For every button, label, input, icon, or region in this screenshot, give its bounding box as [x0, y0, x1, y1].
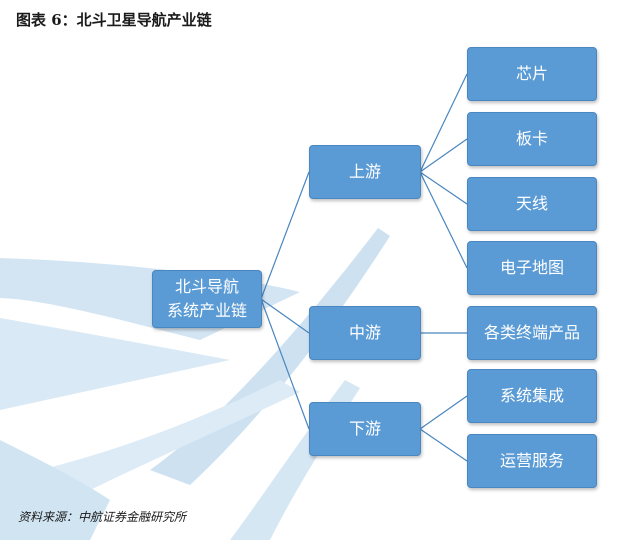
- connector-root-upstream: [260, 171, 310, 300]
- root-node-line1: 北斗导航: [174, 277, 239, 296]
- connectors: [260, 73, 468, 462]
- connector-downstream-operation: [419, 428, 468, 462]
- connector-root-downstream: [260, 298, 310, 430]
- connector-root-midstream: [260, 298, 310, 334]
- figure-title: 图表 6：北斗卫星导航产业链: [16, 11, 212, 29]
- connector-upstream-antenna: [419, 171, 468, 205]
- upstream-node: 上游: [309, 145, 421, 199]
- midstream-node: 中游: [309, 306, 421, 360]
- emap-node: 电子地图: [467, 241, 597, 295]
- board-node: 板卡: [467, 112, 597, 166]
- connector-downstream-integration: [419, 395, 468, 430]
- connector-upstream-board: [419, 138, 468, 173]
- chip-node: 芯片: [467, 47, 597, 101]
- antenna-node: 天线: [467, 177, 597, 231]
- integration-node: 系统集成: [467, 369, 597, 423]
- source-note: 资料来源：中航证券金融研究所: [18, 510, 187, 524]
- connector-upstream-emap: [419, 171, 468, 269]
- connector-upstream-chip: [419, 73, 468, 173]
- root-node: 北斗导航 系统产业链: [152, 270, 262, 328]
- operation-node: 运营服务: [467, 434, 597, 488]
- downstream-node: 下游: [309, 402, 421, 456]
- root-node-line2: 系统产业链: [166, 301, 247, 320]
- terminal-node: 各类终端产品: [467, 306, 597, 360]
